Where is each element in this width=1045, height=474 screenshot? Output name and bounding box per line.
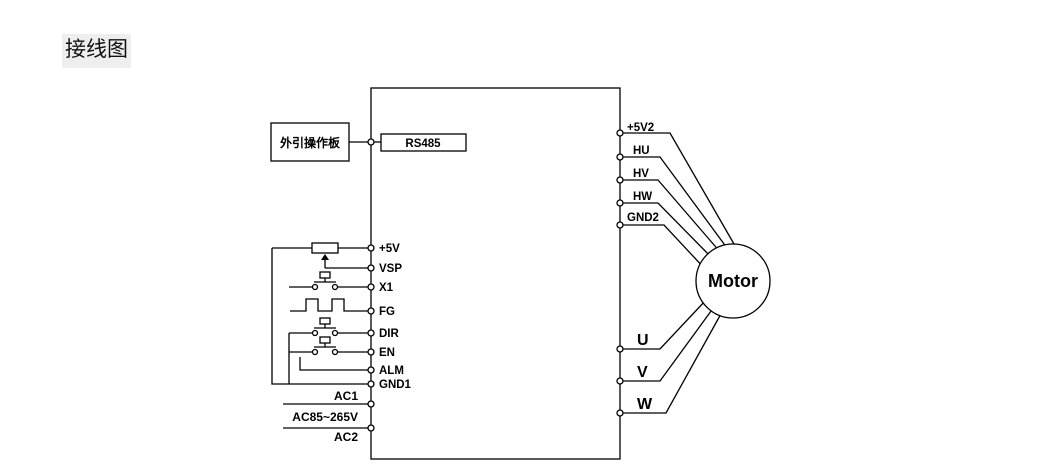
terminal-5v-label: +5V	[379, 243, 400, 255]
terminal-w-label: W	[637, 396, 653, 413]
ac1-label: AC1	[334, 389, 358, 403]
terminal-dir-label: DIR	[379, 328, 400, 340]
terminal-hw-label: HW	[633, 191, 652, 203]
motor-label: Motor	[708, 271, 758, 291]
controller-box	[370, 87, 621, 460]
fg-pulse	[290, 298, 368, 312]
external-panel-label: 外引操作板	[280, 135, 341, 150]
phase-wires	[623, 299, 723, 414]
rs485-label: RS485	[405, 138, 441, 150]
switch-x1	[289, 271, 368, 291]
potentiometer	[272, 242, 368, 269]
terminal-gnd2-label: GND2	[627, 212, 659, 224]
ac-range-label: AC85~265V	[292, 410, 358, 424]
motor-circle	[695, 243, 771, 319]
switch-dir	[289, 317, 368, 337]
page-title: 接线图	[62, 34, 131, 68]
rs485-box	[380, 133, 467, 152]
terminal-hu-label: HU	[633, 145, 650, 157]
terminal-u-label: U	[637, 332, 649, 349]
terminal-alm-label: ALM	[379, 365, 404, 377]
alm-line	[299, 357, 368, 371]
ac-power-lines	[283, 403, 368, 429]
terminal-v-label: V	[637, 364, 648, 381]
terminal-vsp-label: VSP	[379, 263, 402, 275]
switch-en	[289, 336, 368, 356]
terminal-x1-label: X1	[379, 282, 394, 294]
terminal-fg-label: FG	[379, 306, 395, 318]
terminal-hv-label: HV	[633, 168, 649, 180]
terminal-en-label: EN	[379, 347, 395, 359]
terminal-gnd1-label: GND1	[379, 379, 412, 391]
hall-wires	[623, 132, 735, 271]
terminal-5v2-label: +5V2	[627, 122, 654, 134]
ground-bus	[271, 248, 368, 385]
ac2-label: AC2	[334, 430, 358, 444]
rs485-terminal	[367, 138, 375, 146]
